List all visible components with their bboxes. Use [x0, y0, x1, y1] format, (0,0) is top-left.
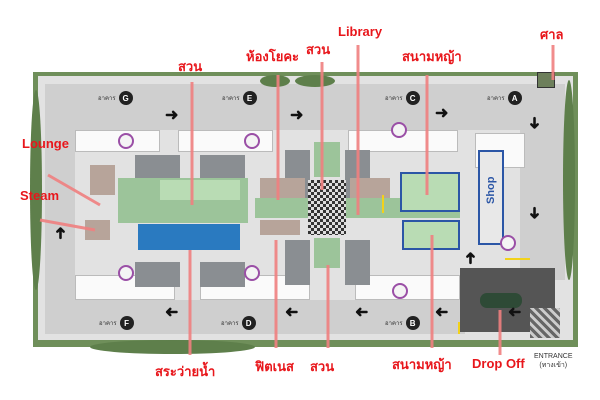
fitness-room [260, 220, 300, 235]
unit-block [135, 262, 180, 287]
building-prefix: อาคาร [221, 321, 239, 327]
label-lawn-top: สนามหญ้า [402, 49, 462, 64]
building-a-badge: A [507, 91, 522, 105]
label-shrine: ศาล [540, 27, 564, 42]
unit-block [345, 240, 370, 285]
building-g-badge: G [118, 91, 133, 105]
traffic-arrow-right-icon: ➜ [290, 107, 304, 124]
building-g-units [75, 130, 160, 152]
entrance-thai-label: (ทางเข้า) [539, 362, 568, 369]
yellow-marker [458, 322, 460, 334]
building-prefix: อาคาร [385, 96, 403, 102]
lobby-marker [392, 283, 408, 299]
label-garden-top-center: สวน [306, 42, 331, 57]
library-room [350, 178, 390, 198]
label-lounge: Lounge [22, 136, 69, 151]
building-prefix: อาคาร [385, 321, 403, 327]
garden-lawn [160, 180, 240, 200]
left-driveway [45, 120, 75, 320]
entrance-ramp [530, 308, 560, 338]
building-f-badge: F [119, 316, 134, 330]
right-driveway [520, 100, 565, 280]
tree-cluster [563, 80, 575, 280]
building-c-badge: C [405, 91, 420, 105]
yoga-room [260, 178, 305, 198]
building-d-badge: D [241, 316, 256, 330]
traffic-arrow-right-icon: ➜ [435, 105, 449, 122]
shop-outline [478, 150, 504, 245]
building-prefix: อาคาร [99, 321, 117, 327]
top-driveway [45, 84, 565, 130]
traffic-arrow-right-icon: ➜ [165, 107, 179, 124]
label-lawn-bottom: สนามหญ้า [392, 357, 452, 372]
building-prefix: อาคาร [487, 96, 505, 102]
tree-cluster [30, 90, 42, 290]
lobby-marker [118, 265, 134, 281]
label-library: Library [338, 24, 383, 39]
lounge-room [90, 165, 115, 195]
pointer-steam [39, 218, 96, 232]
lobby-marker [118, 133, 134, 149]
entrance-label: ENTRANCE [534, 353, 573, 360]
unit-block [200, 262, 245, 287]
tree-cluster [295, 75, 335, 87]
entrance-marker: ENTRANCE (ทางเข้า) [534, 352, 573, 370]
lawn-top [400, 172, 460, 212]
unit-block [135, 155, 180, 180]
central-plaza [308, 180, 346, 235]
swimming-pool [138, 224, 240, 250]
garden-top-center [314, 142, 340, 177]
garden-bottom-center [314, 238, 340, 268]
label-garden-bottom: สวน [310, 359, 335, 374]
yellow-marker [382, 195, 384, 213]
lobby-marker [500, 235, 516, 251]
label-fitness: ฟิตเนส [255, 359, 294, 374]
tree-cluster [90, 340, 255, 354]
label-pool: สระว่ายน้ำ [155, 364, 216, 379]
pointer-lounge [47, 173, 101, 207]
lobby-marker [244, 265, 260, 281]
label-yoga-room: ห้องโยคะ [246, 49, 300, 64]
building-e-badge: E [242, 91, 257, 105]
bottom-driveway [45, 300, 465, 334]
tree-cluster [260, 75, 290, 87]
unit-block [200, 155, 245, 180]
yellow-marker [505, 258, 530, 260]
lobby-marker [391, 122, 407, 138]
label-drop-off: Drop Off [472, 356, 525, 371]
building-prefix: อาคาร [222, 96, 240, 102]
steam-room [85, 220, 110, 240]
label-garden-left: สวน [178, 59, 203, 74]
drop-off-island [480, 293, 522, 308]
building-prefix: อาคาร [98, 96, 116, 102]
building-b-badge: B [405, 316, 420, 330]
unit-block [285, 240, 310, 285]
label-steam: Steam [20, 188, 60, 203]
lobby-marker [244, 133, 260, 149]
